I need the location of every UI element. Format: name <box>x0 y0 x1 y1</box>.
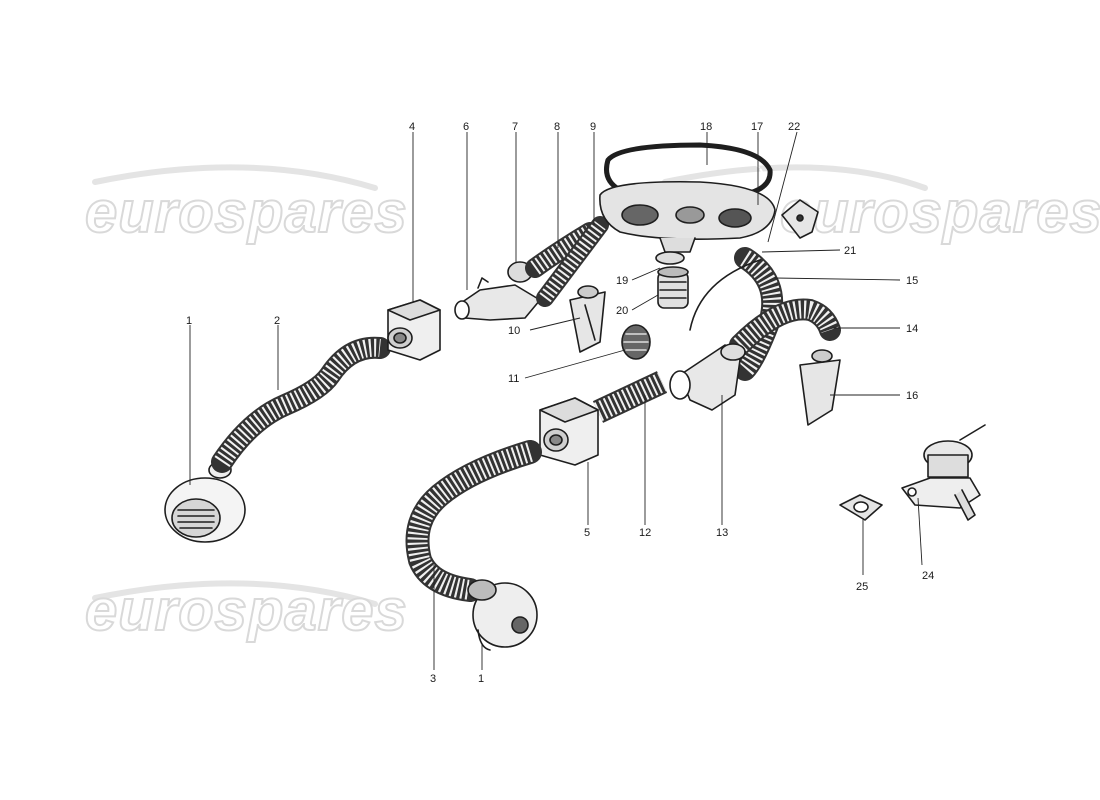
part-11-grille <box>621 324 651 360</box>
label-part-12: 12 <box>639 527 651 539</box>
label-part-24: 24 <box>922 570 934 582</box>
watermark-bottom-left: eurospares <box>84 577 408 644</box>
part-24-pump <box>901 424 986 521</box>
distributor-housing <box>599 180 776 253</box>
label-part-14: 14 <box>906 323 918 335</box>
label-part-3: 3 <box>430 673 436 685</box>
label-part-16: 16 <box>906 390 918 402</box>
part-labels: 1 2 4 6 7 8 9 18 17 22 10 11 19 20 21 15… <box>186 121 934 685</box>
watermark-top-left: eurospares <box>84 164 408 246</box>
part-25-gasket <box>839 494 883 521</box>
label-part-2: 2 <box>274 315 280 327</box>
label-part-22: 22 <box>788 121 800 133</box>
part-8-hose <box>525 216 609 307</box>
part-20-coupling <box>657 266 689 309</box>
part-13-elbow <box>669 343 746 411</box>
label-part-15: 15 <box>906 275 918 287</box>
label-part-13: 13 <box>716 527 728 539</box>
label-part-1-lower: 1 <box>478 673 484 685</box>
label-part-7: 7 <box>512 121 518 133</box>
label-part-19: 19 <box>616 275 628 287</box>
part-4-junction-box <box>387 299 441 361</box>
label-part-18: 18 <box>700 121 712 133</box>
label-part-17: 17 <box>751 121 763 133</box>
part-3-hose <box>405 440 542 602</box>
part-1-blower-left <box>164 461 246 543</box>
part-14-hose <box>729 298 841 356</box>
part-22-bracket <box>781 199 819 239</box>
label-part-8: 8 <box>554 121 560 133</box>
label-part-4: 4 <box>409 121 415 133</box>
label-part-6: 6 <box>463 121 469 133</box>
part-10-vent <box>569 285 606 353</box>
part-1-blower-lower <box>467 579 538 651</box>
label-part-25: 25 <box>856 581 868 593</box>
part-19-clip <box>655 251 685 265</box>
label-part-20: 20 <box>616 305 628 317</box>
part-21-cable <box>689 259 761 331</box>
label-part-11: 11 <box>508 373 519 385</box>
part-2-hose <box>211 336 391 473</box>
watermark-top-right: eurospares <box>662 164 1100 246</box>
part-12-hose <box>592 371 668 423</box>
label-part-10: 10 <box>508 325 520 337</box>
label-part-5: 5 <box>584 527 590 539</box>
label-part-9: 9 <box>590 121 596 133</box>
label-part-21: 21 <box>844 245 856 257</box>
watermark-text: eurospares <box>85 578 408 643</box>
part-16-vent <box>799 349 841 426</box>
label-part-1: 1 <box>186 315 192 327</box>
watermark-text: eurospares <box>780 180 1100 245</box>
part-5-junction-box <box>539 397 599 466</box>
leader-lines <box>189 131 923 670</box>
watermark-text: eurospares <box>85 180 408 245</box>
